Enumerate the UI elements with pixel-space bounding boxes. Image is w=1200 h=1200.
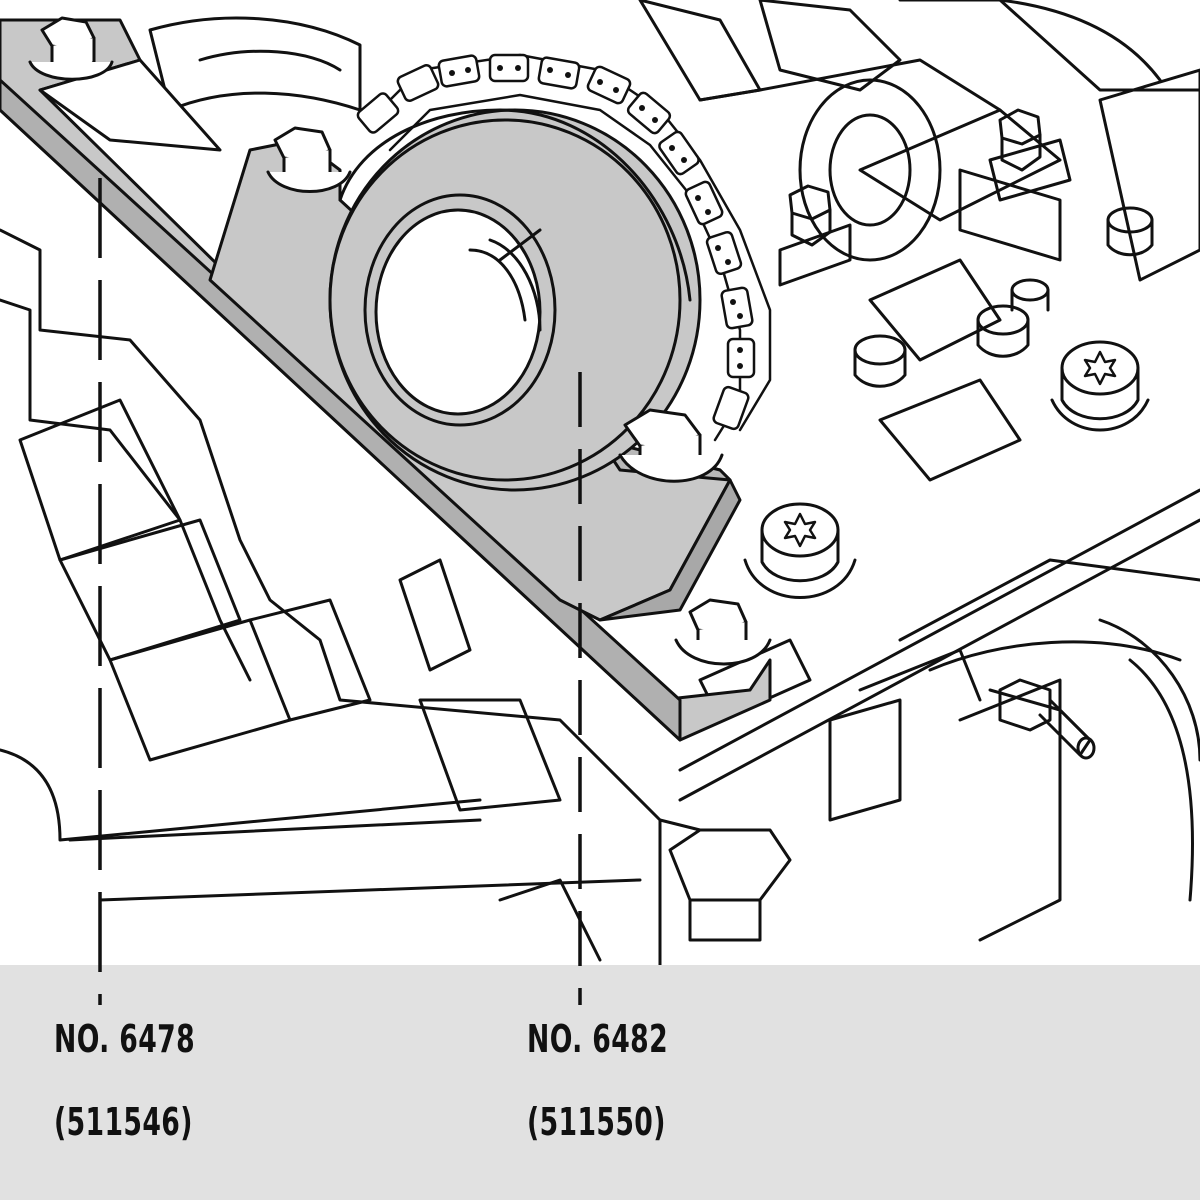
caption-band (0, 965, 1200, 1200)
part-number-511550: (511550) (527, 1100, 666, 1144)
tool-hex-bolts (28, 16, 772, 666)
cam-bolt-caps (853, 206, 1154, 388)
cylinder-head-outline (638, 0, 1200, 942)
tool-number-6482: NO. 6482 (527, 1017, 669, 1061)
sensor-stud (998, 678, 1096, 760)
block-hex-bolts (778, 108, 1072, 287)
tool-number-6478: NO. 6478 (54, 1017, 196, 1061)
torx-bolt-upper (1050, 340, 1150, 432)
camshaft-boss (698, 58, 1002, 262)
lower-hex-plug (658, 818, 792, 942)
engine-block-outline (0, 16, 662, 965)
timing-chain (356, 53, 772, 442)
part-number-511546: (511546) (54, 1100, 193, 1144)
torx-bolt-lower (743, 502, 857, 599)
engine-timing-illustration (0, 0, 1200, 965)
